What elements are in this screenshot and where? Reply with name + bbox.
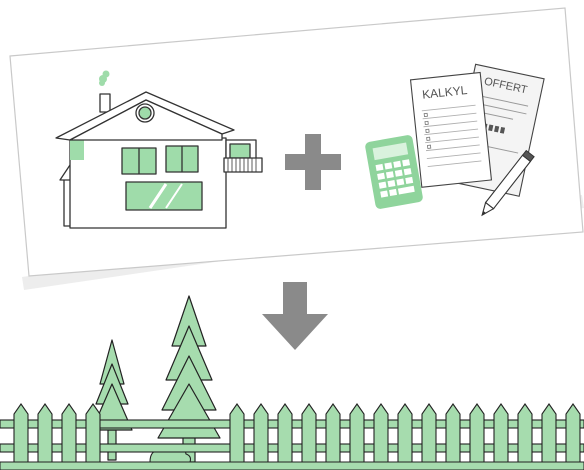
- ground: [0, 462, 584, 470]
- fence-picket: [470, 404, 484, 462]
- calculation-document: KALKYL: [411, 73, 492, 188]
- fence-picket: [446, 404, 460, 462]
- fence-picket: [38, 404, 52, 462]
- fence-picket: [254, 404, 268, 462]
- fence-picket: [14, 404, 28, 462]
- fence-picket: [230, 404, 244, 462]
- fence-picket: [518, 404, 532, 462]
- fence-picket: [566, 404, 580, 462]
- fence-picket: [398, 404, 412, 462]
- tree-icon: [92, 296, 220, 462]
- fence-picket: [542, 404, 556, 462]
- fence-picket: [374, 404, 388, 462]
- fence-picket: [86, 404, 100, 462]
- arrow-down-icon: [262, 282, 328, 350]
- fence-picket: [278, 404, 292, 462]
- fence-picket: [494, 404, 508, 462]
- fence-icon: [0, 404, 584, 462]
- fence-picket: [302, 404, 316, 462]
- fence-picket: [62, 404, 76, 462]
- fence-picket: [350, 404, 364, 462]
- fence-picket: [326, 404, 340, 462]
- fence-picket: [422, 404, 436, 462]
